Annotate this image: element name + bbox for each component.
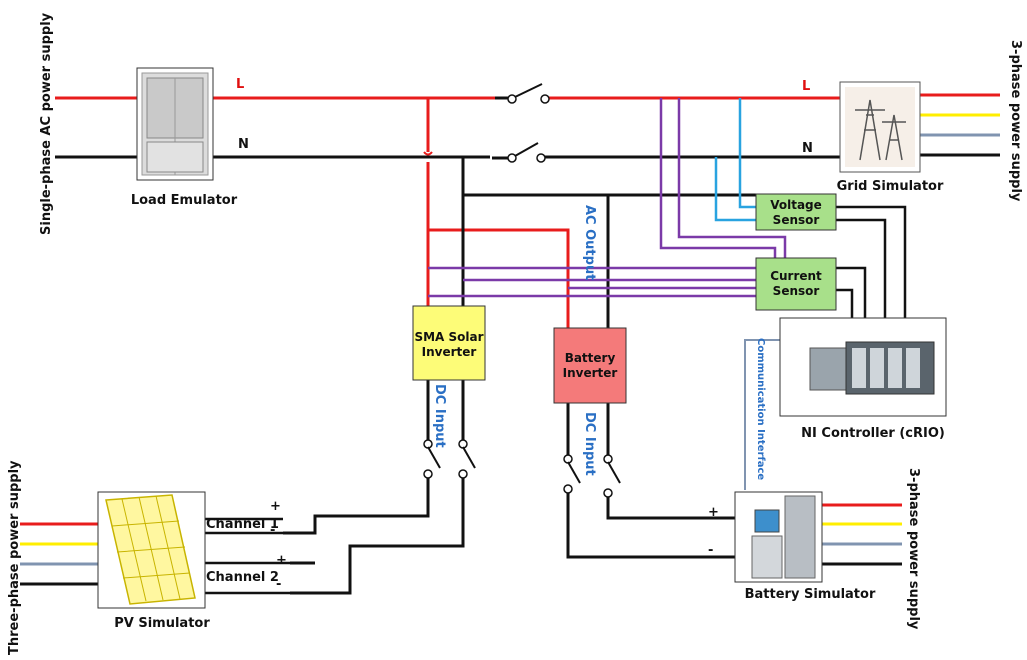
voltage-wires [714,98,756,222]
battery-inverter-label-1: Battery [565,351,616,365]
battery-inverter-box [553,327,627,404]
pv-simulator-label: PV Simulator [114,616,210,631]
ac-output-label: AC Output [582,205,597,280]
pv-three-phase-supply-label: Three-phase power supply [7,460,22,655]
line-l-left: L [236,77,244,92]
voltage-sensor-label-1: Voltage [770,198,822,212]
line-n-left: N [238,137,249,152]
pv-simulator [97,491,206,609]
voltage-sensor-box [755,193,837,231]
dc-input-battery-label: DC Input [582,412,597,476]
battery-three-phase-supply-label: 3-phase power supply [906,468,921,630]
battery-inverter-label-2: Inverter [563,366,618,380]
channel-2-label: Channel 2 [206,570,279,585]
battery-minus-terminal: - [708,543,713,558]
line-n-right: N [802,141,813,156]
load-emulator-label: Load Emulator [131,193,238,208]
voltage-sensor-label-2: Sensor [773,213,820,227]
grid-three-phase-supply-label: 3-phase power supply [1008,40,1023,202]
channel-2-minus: - [276,577,281,592]
channel-1-plus: + [270,499,281,514]
ni-controller [779,317,947,417]
sma-inverter-label-1: SMA Solar [414,330,483,344]
grid-simulator-label: Grid Simulator [837,179,944,194]
single-phase-supply-label: Single-phase AC power supply [39,12,54,235]
sma-inverter-label-2: Inverter [422,345,477,359]
load-emulator [136,67,214,181]
battery-plus-terminal: + [708,505,719,520]
battery-supply-lines [822,503,902,566]
current-sensor-box [755,257,837,311]
battery-simulator [734,491,823,583]
dc-input-sma-label: DC Input [432,384,447,448]
battery-simulator-label: Battery Simulator [745,587,876,602]
current-wires [428,98,787,298]
sma-inverter-box [412,305,486,381]
main-switches [492,83,550,163]
grid-simulator [839,81,921,173]
current-sensor-label-2: Sensor [773,284,820,298]
pv-supply-lines [20,522,98,586]
channel-1-label: Channel 1 [206,517,279,532]
sensor-to-crio-wires [744,205,907,490]
line-l-right: L [802,79,810,94]
dc-wiring [205,380,735,595]
channel-1-minus: - [270,523,275,538]
communication-interface-label: Communication Interface [755,338,766,480]
ni-controller-label: NI Controller (cRIO) [801,426,945,441]
current-sensor-label-1: Current [770,269,822,283]
grid-supply-lines [920,93,1000,157]
black-feeds [461,157,756,328]
channel-2-plus: + [276,553,287,568]
main-lines [55,96,840,159]
red-feeds [423,98,570,328]
